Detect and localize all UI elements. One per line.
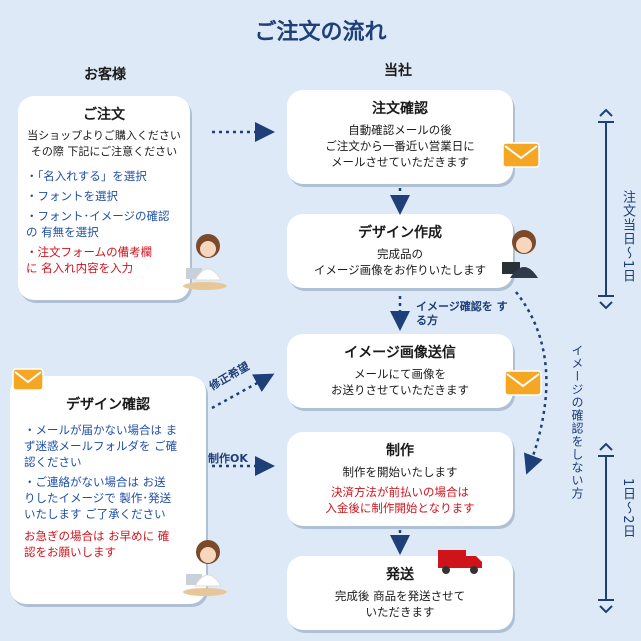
step-title: 注文確認 <box>372 101 428 117</box>
period-bracket <box>598 455 614 601</box>
label-period-1: 注文当日～1日 <box>620 190 635 284</box>
step-line: メールさせていただきます <box>331 155 469 169</box>
step-line: メールにて画像を <box>354 367 446 381</box>
step-order-confirm: 注文確認 自動確認メールの後 ご注文から一番近い営業日に メールさせていただきま… <box>287 90 513 184</box>
woman-laptop-illustration <box>183 540 227 596</box>
step-line: イメージ画像をお作りいたします <box>313 263 487 277</box>
arrow-skip-image-check <box>515 291 548 475</box>
mail-icon <box>502 142 540 168</box>
step-line: 完成品の <box>377 247 423 261</box>
page-title: ご注文の流れ <box>254 20 387 45</box>
woman-laptop-illustration <box>183 234 227 290</box>
mail-icon <box>504 370 542 396</box>
mail-icon <box>12 368 44 391</box>
customer-column-header: お客様 <box>84 67 126 83</box>
step-line: 完成後 商品を発送させて <box>334 589 466 603</box>
step-red-line: 決済方法が前払いの場合は <box>331 485 469 499</box>
woman-laptop-illustration <box>502 230 538 278</box>
customer-order-intro-2: その際 下記にご注意ください <box>30 145 178 158</box>
step-line: いただきます <box>365 605 435 619</box>
customer-design-check-title: デザイン確認 <box>66 397 150 413</box>
label-no-image-check: イメージの確認をしない方 <box>570 344 584 500</box>
customer-design-check-item: ・ご連絡がない場合は お送りしたイメージで 製作･発送いたします ご了承ください <box>24 475 172 521</box>
customer-design-check-item: ・メールが届かない場合は まず迷惑メールフォルダを ご確認ください <box>24 423 178 469</box>
customer-order-item: ・フォント･イメージの確認の 有無を選択 <box>26 209 170 239</box>
step-design: デザイン作成 完成品の イメージ画像をお作りいたします <box>287 214 513 288</box>
step-title: イメージ画像送信 <box>344 345 456 361</box>
step-production: 制作 制作を開始いたします 決済方法が前払いの場合は 入金後に制作開始となります <box>287 432 513 526</box>
customer-order-item: ・「名入れする」を選択 <box>26 169 147 183</box>
customer-order-intro-1: 当ショップよりご購入ください <box>27 129 181 142</box>
customer-order-red-item: ・注文フォームの備考欄に 名入れ内容を入力 <box>26 245 153 275</box>
customer-design-check-card: デザイン確認 ・メールが届かない場合は まず迷惑メールフォルダを ご確認ください… <box>10 376 206 604</box>
customer-order-title: ご注文 <box>83 107 125 123</box>
customer-design-check-red-note: お急ぎの場合は お早めに 確認をお願いします <box>24 529 170 559</box>
step-line: お送りさせていただきます <box>331 383 469 397</box>
step-image-send: イメージ画像送信 メールにて画像を お送りさせていただきます <box>287 334 513 408</box>
step-line: 制作を開始いたします <box>342 465 458 479</box>
label-period-2: 1日～2日 <box>620 478 635 539</box>
label-image-check: イメージ確認を する方 <box>416 300 508 327</box>
period-bracket <box>598 121 614 297</box>
step-title: 発送 <box>386 567 414 583</box>
step-title: デザイン作成 <box>358 225 442 241</box>
step-line: 自動確認メールの後 <box>348 123 452 137</box>
step-red-line: 入金後に制作開始となります <box>325 501 475 515</box>
step-line: ご注文から一番近い営業日に <box>325 139 475 153</box>
shop-column-header: 当社 <box>384 63 412 79</box>
label-production-ok: 制作OK <box>208 452 248 465</box>
truck-icon <box>438 550 482 574</box>
customer-order-card: ご注文 当ショップよりご購入ください その際 下記にご注意ください ・「名入れす… <box>18 96 190 300</box>
customer-order-item: ・フォントを選択 <box>26 189 118 203</box>
step-title: 制作 <box>386 443 414 459</box>
